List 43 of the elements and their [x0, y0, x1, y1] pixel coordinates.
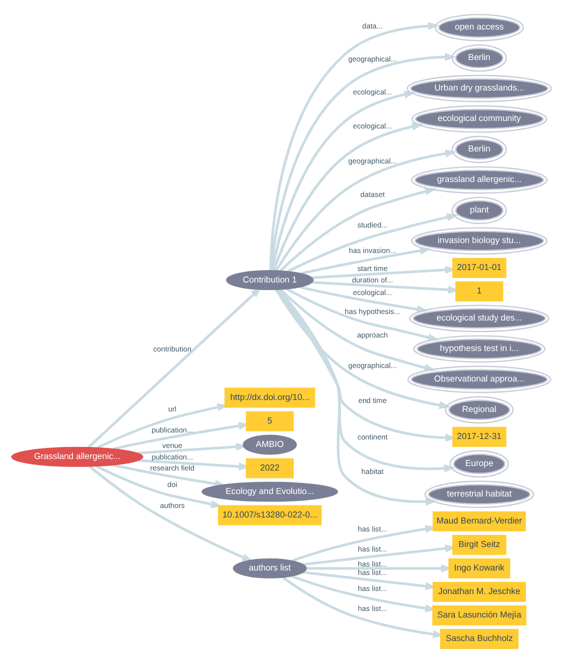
node-ellipse: Europe	[450, 450, 509, 478]
node-box: Jonathan M. Jeschke	[432, 581, 526, 602]
node-ellipse: Contribution 1	[226, 270, 314, 290]
arrow	[278, 288, 456, 472]
node-box: 1	[455, 280, 504, 301]
node-ellipse: Regional	[444, 396, 514, 424]
arrow	[270, 52, 456, 270]
node-ellipse: Berlin	[452, 44, 507, 72]
arrow	[271, 90, 416, 270]
node-ellipse: Berlin	[452, 135, 507, 163]
node-ellipse: Ecology and Evolutio...	[202, 481, 338, 502]
node-box: Maud Bernard-Verdier	[432, 510, 526, 531]
node-ellipse: hypothesis test in i...	[413, 334, 546, 362]
node-ellipse: Grassland allergenic...	[11, 446, 144, 466]
arrow	[272, 122, 424, 270]
arrow	[279, 288, 436, 372]
node-box: Sara Lasunción Mejía	[432, 604, 526, 625]
arrow	[96, 464, 222, 508]
node-box: 2017-12-31	[452, 426, 506, 446]
node-ellipse: AMBIO	[242, 434, 297, 454]
arrow	[278, 288, 438, 506]
node-box: http://dx.doi.org/10...	[224, 387, 316, 408]
node-box: Sascha Buchholz	[440, 628, 518, 648]
node-box: 5	[246, 410, 294, 431]
arrow	[88, 464, 254, 562]
arrow	[275, 149, 457, 271]
arrow	[287, 212, 458, 272]
node-box: Ingo Kowarik	[448, 558, 510, 578]
node-ellipse: Urban dry grasslands...	[406, 74, 552, 102]
arrow	[269, 21, 440, 270]
node-box: 2022	[246, 458, 294, 478]
node-box: 10.1007/s13280-022-0...	[218, 504, 322, 525]
node-box: 2017-01-01	[452, 257, 506, 278]
node-ellipse: open access	[434, 13, 524, 41]
node-ellipse: plant	[452, 196, 507, 224]
arrow	[280, 187, 437, 272]
node-ellipse: Observational approa...	[407, 365, 552, 393]
node-ellipse: grassland allergenic...	[411, 166, 548, 194]
node-ellipse: authors list	[232, 558, 307, 578]
arrow	[300, 246, 432, 274]
node-box: Birgit Seitz	[452, 534, 506, 554]
arrow	[275, 288, 451, 408]
arrow	[286, 287, 440, 341]
